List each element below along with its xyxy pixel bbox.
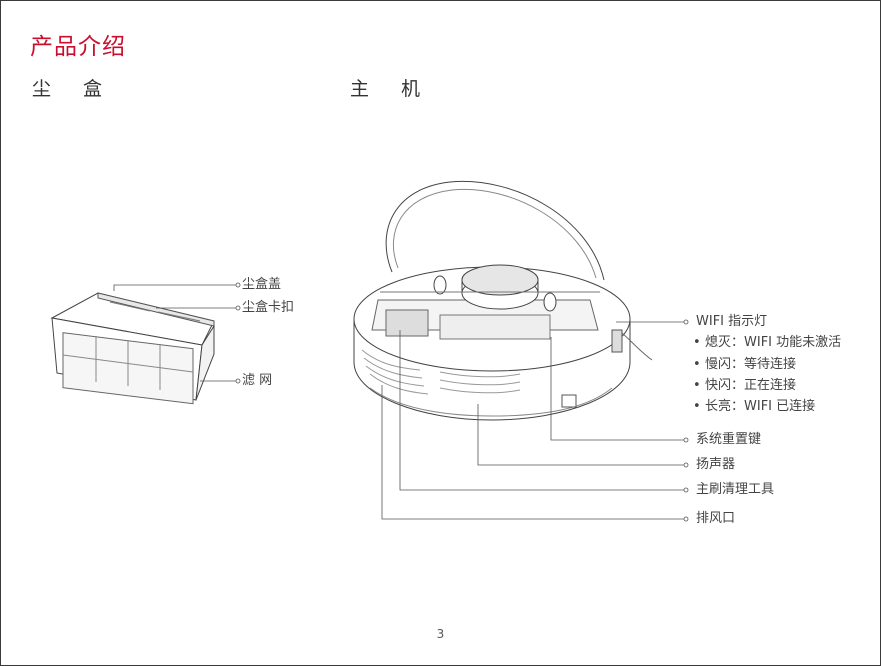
bullet-mark: •: [693, 335, 701, 350]
robot-drawing: [353, 180, 653, 421]
bullet-mark: •: [693, 399, 701, 414]
label-reset-key: 系统重置键: [696, 432, 762, 447]
wifi-state-fast-blink: 快闪：正在连接: [705, 378, 797, 393]
label-dustbin-latch: 尘盒卡扣: [242, 300, 295, 315]
section-title-dustbin: 尘 盒: [32, 78, 116, 100]
label-wifi-indicator: WIFI 指示灯: [696, 314, 768, 329]
label-filter: 滤 网: [242, 373, 273, 388]
wifi-state-item: • 慢闪：等待连接: [693, 357, 796, 373]
wifi-state-slow-blink: 慢闪：等待连接: [705, 357, 797, 372]
section-title-main-unit: 主 机: [350, 78, 434, 100]
bullet-mark: •: [693, 357, 701, 372]
label-dustbin-lid: 尘盒盖: [242, 277, 282, 292]
wifi-state-item: • 快闪：正在连接: [693, 378, 796, 394]
label-air-outlet: 排风口: [696, 511, 736, 526]
page-title: 产品介绍: [30, 34, 126, 60]
wifi-state-on: 长亮：WIFI 已连接: [705, 399, 816, 414]
bullet-mark: •: [693, 378, 701, 393]
wifi-state-off: 熄灭：WIFI 功能未激活: [705, 335, 842, 350]
label-speaker: 扬声器: [696, 457, 736, 472]
wifi-state-item: • 长亮：WIFI 已连接: [693, 399, 815, 415]
dustbin-drawing: [50, 292, 215, 405]
label-brush-tool: 主刷清理工具: [696, 482, 775, 497]
callout-lines: [113, 282, 689, 522]
wifi-state-item: • 熄灭：WIFI 功能未激活: [693, 335, 841, 351]
page-number: 3: [436, 627, 445, 641]
